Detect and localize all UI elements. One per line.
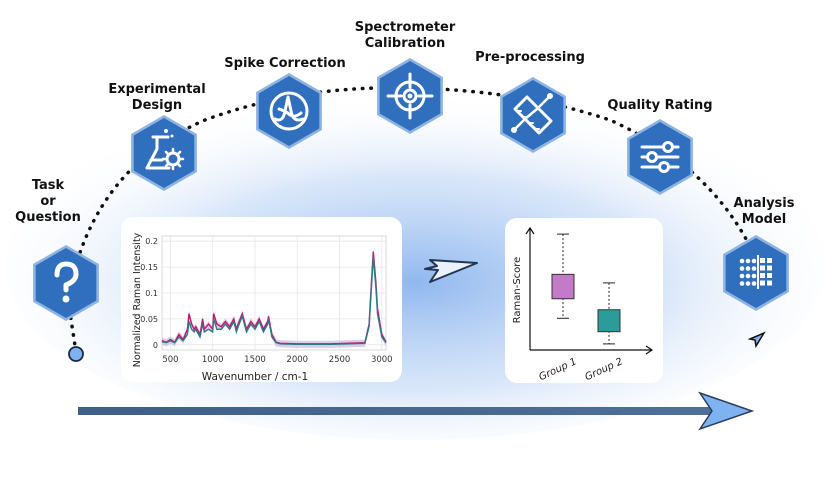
- sliders-icon: [640, 141, 680, 173]
- step-4: [377, 58, 443, 134]
- spectrum-xtick: 1000: [202, 355, 224, 365]
- flask-gear-icon: [145, 129, 185, 171]
- timeline-arrow: [78, 391, 755, 431]
- dotted-arc: [66, 86, 762, 354]
- spectrum-series-2: [161, 256, 387, 345]
- step-label-1: Task or Question: [15, 178, 81, 225]
- step-label-3: Spike Correction: [224, 56, 346, 71]
- boxplot-box-2: [597, 309, 621, 333]
- boxplot-ylabel: Raman-Score: [512, 257, 523, 324]
- step-label-6: Quality Rating: [607, 98, 713, 113]
- timeline-arrowhead-icon: [698, 391, 755, 431]
- spectrum-ytick: 0.05: [140, 315, 158, 324]
- hexagon: [725, 238, 787, 308]
- hexagon: [258, 76, 320, 146]
- crosshair-target-icon: [386, 72, 434, 120]
- spectrum-ytick: 0.2: [145, 237, 158, 246]
- spectrum-xtick: 3000: [371, 355, 393, 365]
- step-7: [723, 235, 789, 311]
- step-label-5: Pre-processing: [475, 50, 585, 65]
- boxplot-box-1: [551, 273, 575, 300]
- boxplot-x-arrow-icon: [645, 345, 654, 355]
- spectrum-xtick: 1500: [244, 355, 266, 365]
- hexagon: [133, 118, 195, 188]
- step-label-7: Analysis Model: [733, 196, 795, 227]
- step-label-2: Experimental Design: [108, 82, 206, 113]
- dot-grid-icon: [739, 255, 772, 289]
- step-5: [500, 77, 566, 153]
- step-6: [627, 119, 693, 195]
- ruler-path-icon: [511, 93, 553, 135]
- boxplot-y-arrow-icon: [525, 226, 535, 235]
- start-dot: [68, 346, 84, 362]
- spectrum-ytick: 0.1: [145, 289, 158, 298]
- spectrum-xtick: 500: [162, 355, 178, 365]
- spectrum-xtick: 2000: [286, 355, 308, 365]
- step-2: [131, 115, 197, 191]
- spectrum-ytick: 0.15: [140, 263, 158, 272]
- middle-arrow-icon: [424, 259, 478, 283]
- spectrum-variance-band: [162, 248, 386, 348]
- spectrum-panel: 500 1000 1500 2000 2500 3000 0 0.05 0.1 0.15 0.2 W…: [121, 217, 402, 383]
- spectrum-xtick: 2500: [329, 355, 351, 365]
- question-mark-icon: [54, 261, 79, 303]
- end-arrowhead-icon: [747, 331, 766, 349]
- step-1: [33, 245, 99, 321]
- step-3: [256, 73, 322, 149]
- spectrum-xlabel: Wavenumber / cm-1: [202, 371, 308, 383]
- spike-curve-icon: [269, 91, 309, 131]
- step-label-4: Spectrometer Calibration: [354, 20, 456, 51]
- spectrum-ylabel: Normalized Raman Intensity: [132, 232, 143, 367]
- spectrum-ytick: 0: [153, 341, 158, 350]
